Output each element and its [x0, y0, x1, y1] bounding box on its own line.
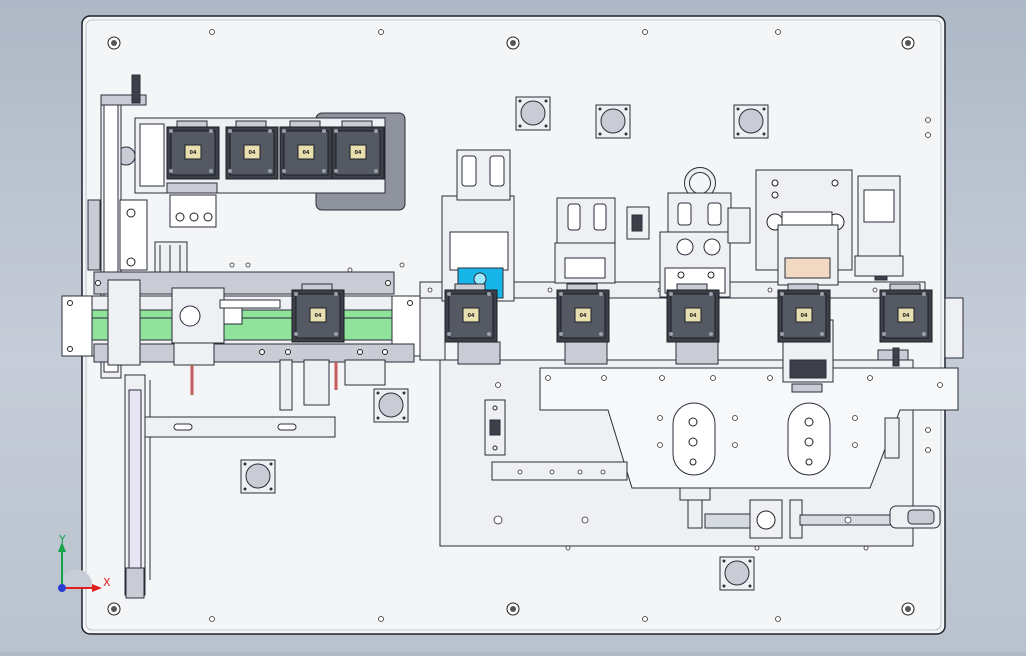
chip-module: 04: [556, 283, 610, 343]
motor-mount: [719, 556, 755, 591]
x-axis-label: X: [103, 576, 111, 589]
axis-triad: Y X: [58, 533, 111, 592]
motor-mount: [733, 104, 769, 139]
chip-label: 04: [249, 150, 256, 156]
motor-mount: [240, 459, 276, 494]
upper-table-plate: [539, 367, 959, 489]
chip-module: 04: [291, 283, 345, 343]
work-table: [439, 347, 959, 547]
chip-label: 04: [903, 313, 910, 319]
chip-module: 04: [225, 120, 279, 180]
chip-label: 04: [355, 150, 362, 156]
chip-module: 04: [166, 120, 220, 180]
z-axis-origin: [58, 584, 66, 592]
station-head: [667, 192, 732, 234]
station-2: [554, 197, 616, 365]
chip-label: 04: [315, 313, 322, 319]
end-stop: [944, 297, 964, 359]
y-axis-arrow-icon: [58, 542, 66, 552]
feed-block: [107, 279, 141, 366]
tray-bracket: [169, 194, 217, 228]
station-4: [755, 169, 904, 393]
corner-mounting-holes: [107, 36, 915, 616]
tray-end-block: [139, 123, 165, 187]
chip-modules: 04 04 04 04 04 04 04 04 04 04: [166, 120, 933, 343]
station-3: [626, 167, 751, 365]
y-axis-label: Y: [58, 533, 66, 546]
chip-label: 04: [801, 313, 808, 319]
chip-module: 04: [331, 120, 385, 180]
motor-mount: [595, 104, 631, 139]
chip-label: 04: [580, 313, 587, 319]
chip-module: 04: [666, 283, 720, 343]
chip-label: 04: [468, 313, 475, 319]
edge-screw-holes: [209, 29, 931, 622]
chip-module: 04: [279, 120, 333, 180]
square-motor-mounts: [240, 96, 769, 591]
motor-mount: [373, 388, 409, 423]
chip-label: 04: [690, 313, 697, 319]
chip-label: 04: [190, 150, 197, 156]
cylinder-rod: [799, 514, 906, 526]
x-axis-arrow-icon: [92, 584, 102, 592]
lower-plate: [144, 416, 336, 438]
chip-label: 04: [303, 150, 310, 156]
motor-mount: [515, 96, 551, 131]
chip-module: 04: [444, 283, 498, 343]
chip-module: 04: [777, 283, 831, 343]
chip-module: 04: [879, 283, 933, 343]
conveyor: [61, 271, 446, 411]
